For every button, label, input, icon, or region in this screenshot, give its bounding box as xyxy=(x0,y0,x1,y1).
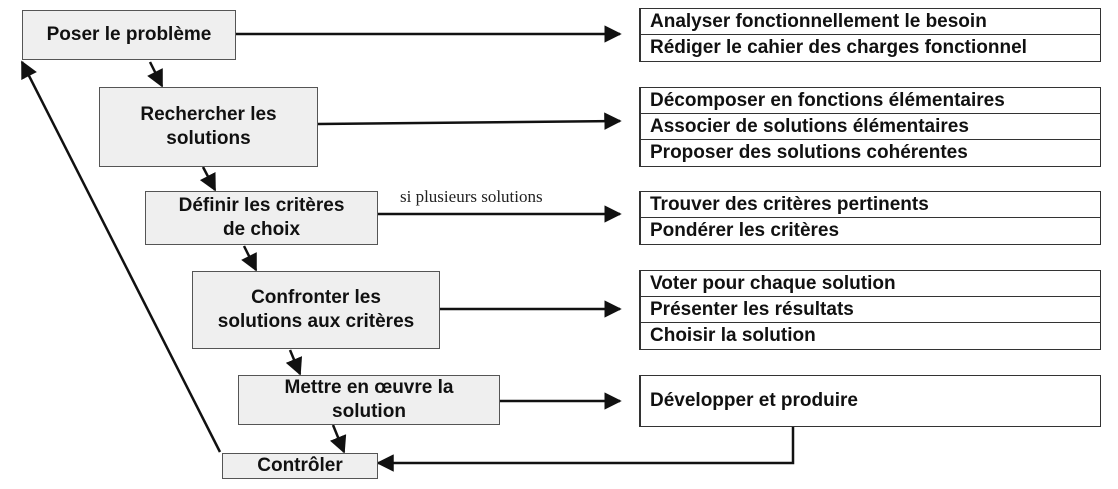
arrow-step1-step2 xyxy=(147,61,164,88)
actions-mettre-en-oeuvre: Développer et produire xyxy=(639,375,1101,427)
arrow-step4-step5 xyxy=(285,349,303,376)
step-label-line2: solutions aux critères xyxy=(217,311,415,332)
step-label-line1: Définir les critères xyxy=(178,195,345,216)
arrow-step2-actions xyxy=(317,112,622,130)
step-poser-probleme: Poser le problème xyxy=(22,10,236,60)
step-label-line1: Rechercher les xyxy=(140,104,277,125)
step-confronter-solutions: Confronter les solutions aux critères xyxy=(192,271,440,349)
action-item: Présenter les résultats xyxy=(641,297,1100,323)
actions-definir-criteres: Trouver des critères pertinents Pondérer… xyxy=(639,191,1101,245)
action-item: Choisir la solution xyxy=(650,325,816,346)
arrow-step5-step6 xyxy=(329,424,347,454)
step-label: Contrôler xyxy=(257,455,343,476)
action-item: Associer de solutions élémentaires xyxy=(641,114,1100,140)
arrow-step2-step3 xyxy=(199,166,217,192)
step-controler: Contrôler xyxy=(222,453,378,479)
step-mettre-en-oeuvre: Mettre en œuvre la solution xyxy=(238,375,500,425)
step-label-line2: de choix xyxy=(222,219,301,240)
action-item: Rédiger le cahier des charges fonctionne… xyxy=(650,37,1027,58)
step-rechercher-solutions: Rechercher les solutions xyxy=(99,87,318,167)
step-label-line2: solutions xyxy=(166,128,251,149)
action-item: Pondérer les critères xyxy=(650,220,840,241)
action-item: Trouver des critères pertinents xyxy=(641,192,1100,218)
step-label-line1: Mettre en œuvre la xyxy=(284,377,454,398)
action-item: Développer et produire xyxy=(650,390,858,411)
action-item: Analyser fonctionnellement le besoin xyxy=(641,9,1100,35)
step-definir-criteres: Définir les critères de choix xyxy=(145,191,378,245)
action-item: Proposer des solutions cohérentes xyxy=(650,142,968,163)
step-label-line1: Confronter les xyxy=(251,287,381,308)
actions-rechercher-solutions: Décomposer en fonctions élémentaires Ass… xyxy=(639,87,1101,167)
step-label-line2: solution xyxy=(332,401,406,422)
arrow-step3-step4 xyxy=(241,245,258,272)
action-item: Voter pour chaque solution xyxy=(641,271,1100,297)
note-plusieurs-solutions: si plusieurs solutions xyxy=(400,187,543,206)
actions-confronter-solutions: Voter pour chaque solution Présenter les… xyxy=(639,270,1101,350)
action-item: Décomposer en fonctions élémentaires xyxy=(641,88,1100,114)
arrow-produce-control xyxy=(376,427,795,472)
actions-poser-probleme: Analyser fonctionnellement le besoin Réd… xyxy=(639,8,1101,62)
step-label: Poser le problème xyxy=(46,24,212,45)
arrow-feedback-loop xyxy=(20,60,222,453)
